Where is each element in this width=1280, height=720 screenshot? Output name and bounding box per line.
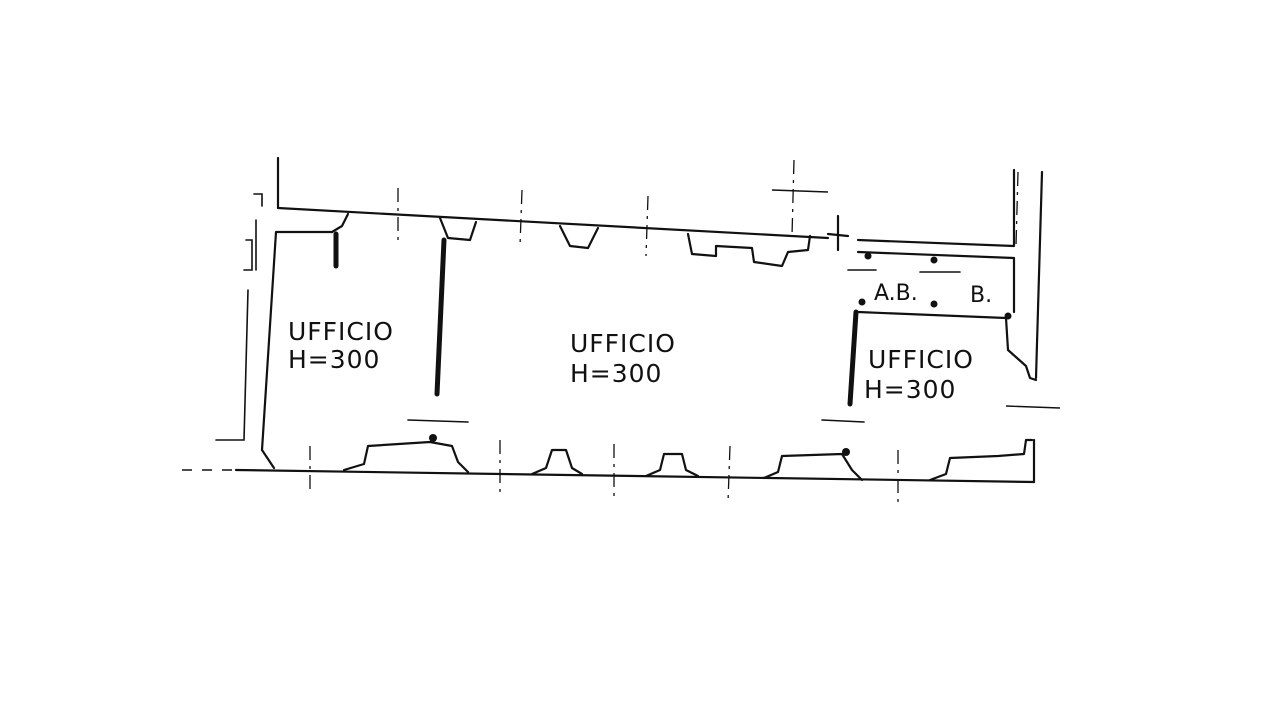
wc-top-wall (856, 250, 1016, 314)
axis-line (1015, 171, 1019, 247)
axis-line (645, 195, 649, 257)
axis-cross (771, 189, 829, 193)
axis-line (791, 159, 795, 237)
door-line-2 (821, 419, 865, 423)
service-label-ab: A.B. (874, 281, 918, 306)
room-3: UFFICIO H=300 (864, 345, 974, 404)
axis-lines (309, 159, 1061, 508)
axis-marker (826, 214, 850, 252)
pilaster-top-2 (438, 216, 478, 242)
pilaster-top-1 (330, 212, 350, 234)
column-dot (842, 448, 850, 456)
pilaster-bottom-1 (342, 440, 470, 474)
partition-wall-1 (434, 237, 447, 397)
room-name: UFFICIO (570, 329, 676, 358)
room-2: UFFICIO H=300 (570, 329, 676, 388)
top-pilasters (330, 212, 812, 268)
pilaster-top-3 (558, 224, 600, 250)
bottom-pilasters (342, 434, 1034, 482)
pilaster-bottom-3 (644, 452, 700, 478)
pilaster-bottom-4 (762, 452, 864, 482)
pilaster-top-4 (686, 232, 812, 268)
left-boundary (215, 193, 263, 441)
pilaster-bottom-5 (928, 438, 1034, 482)
wc-lower-wall (856, 310, 1038, 382)
column-dot (429, 434, 437, 442)
bottom-wall (234, 468, 1036, 484)
wc-dot (1004, 312, 1012, 320)
pilaster-bottom-2 (530, 448, 584, 476)
outer-walls (182, 156, 1044, 484)
room-name: UFFICIO (868, 345, 974, 374)
room-1: UFFICIO H=300 (288, 317, 394, 374)
room-height: H=300 (288, 345, 380, 374)
door-line-1 (407, 419, 469, 423)
wc-dot (858, 298, 866, 306)
service-rooms: A.B. B. (874, 281, 992, 308)
left-wall (260, 156, 334, 470)
service-label-b: B. (970, 283, 992, 308)
partition-wall-2 (847, 309, 859, 407)
wc-dot (930, 256, 938, 264)
top-wall (276, 168, 1016, 248)
room-height: H=300 (864, 375, 956, 404)
wc-dot (930, 300, 938, 308)
axis-line (519, 189, 523, 247)
right-wall (1032, 170, 1044, 484)
axis-cross (1005, 405, 1061, 409)
room-name: UFFICIO (288, 317, 394, 346)
partitions (333, 231, 1038, 423)
wc-dot (864, 252, 872, 260)
room-height: H=300 (570, 359, 662, 388)
axis-line (727, 445, 731, 503)
